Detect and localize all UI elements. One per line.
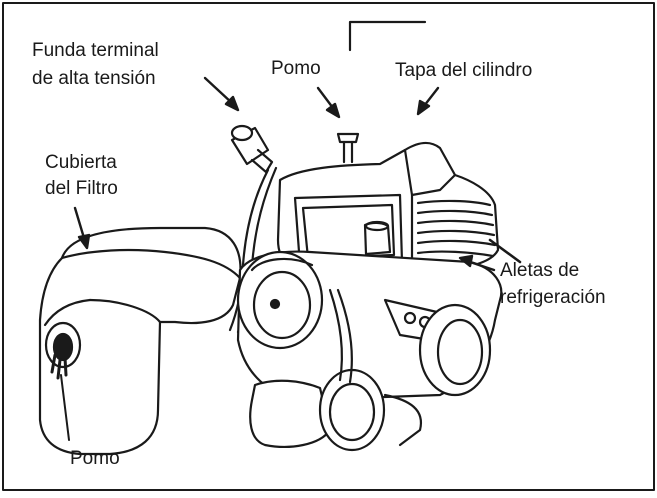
label-funda-line2: de alta tensión bbox=[32, 68, 156, 89]
top-knob bbox=[336, 132, 360, 164]
fuel-tank bbox=[418, 303, 492, 397]
label-cubierta-line2: del Filtro bbox=[45, 178, 118, 199]
top-bracket bbox=[348, 20, 427, 52]
label-aletas-line2: refrigeración bbox=[500, 287, 606, 308]
pointer-arrows bbox=[60, 76, 496, 441]
label-funda-line1: Funda terminal bbox=[32, 40, 159, 61]
label-aletas-line1: Aletas de bbox=[500, 260, 580, 281]
cooling-fins bbox=[416, 199, 522, 264]
label-cubierta-line1: Cubierta bbox=[45, 152, 117, 173]
filter-cover bbox=[38, 226, 242, 456]
engine bbox=[228, 124, 522, 452]
label-pomo-top: Pomo bbox=[271, 58, 321, 79]
engine-base bbox=[249, 368, 423, 452]
label-pomo-bottom: Pomo bbox=[70, 448, 120, 469]
label-tapa: Tapa del cilindro bbox=[395, 60, 533, 81]
outer-border bbox=[2, 2, 655, 491]
starter-drum bbox=[236, 250, 324, 350]
